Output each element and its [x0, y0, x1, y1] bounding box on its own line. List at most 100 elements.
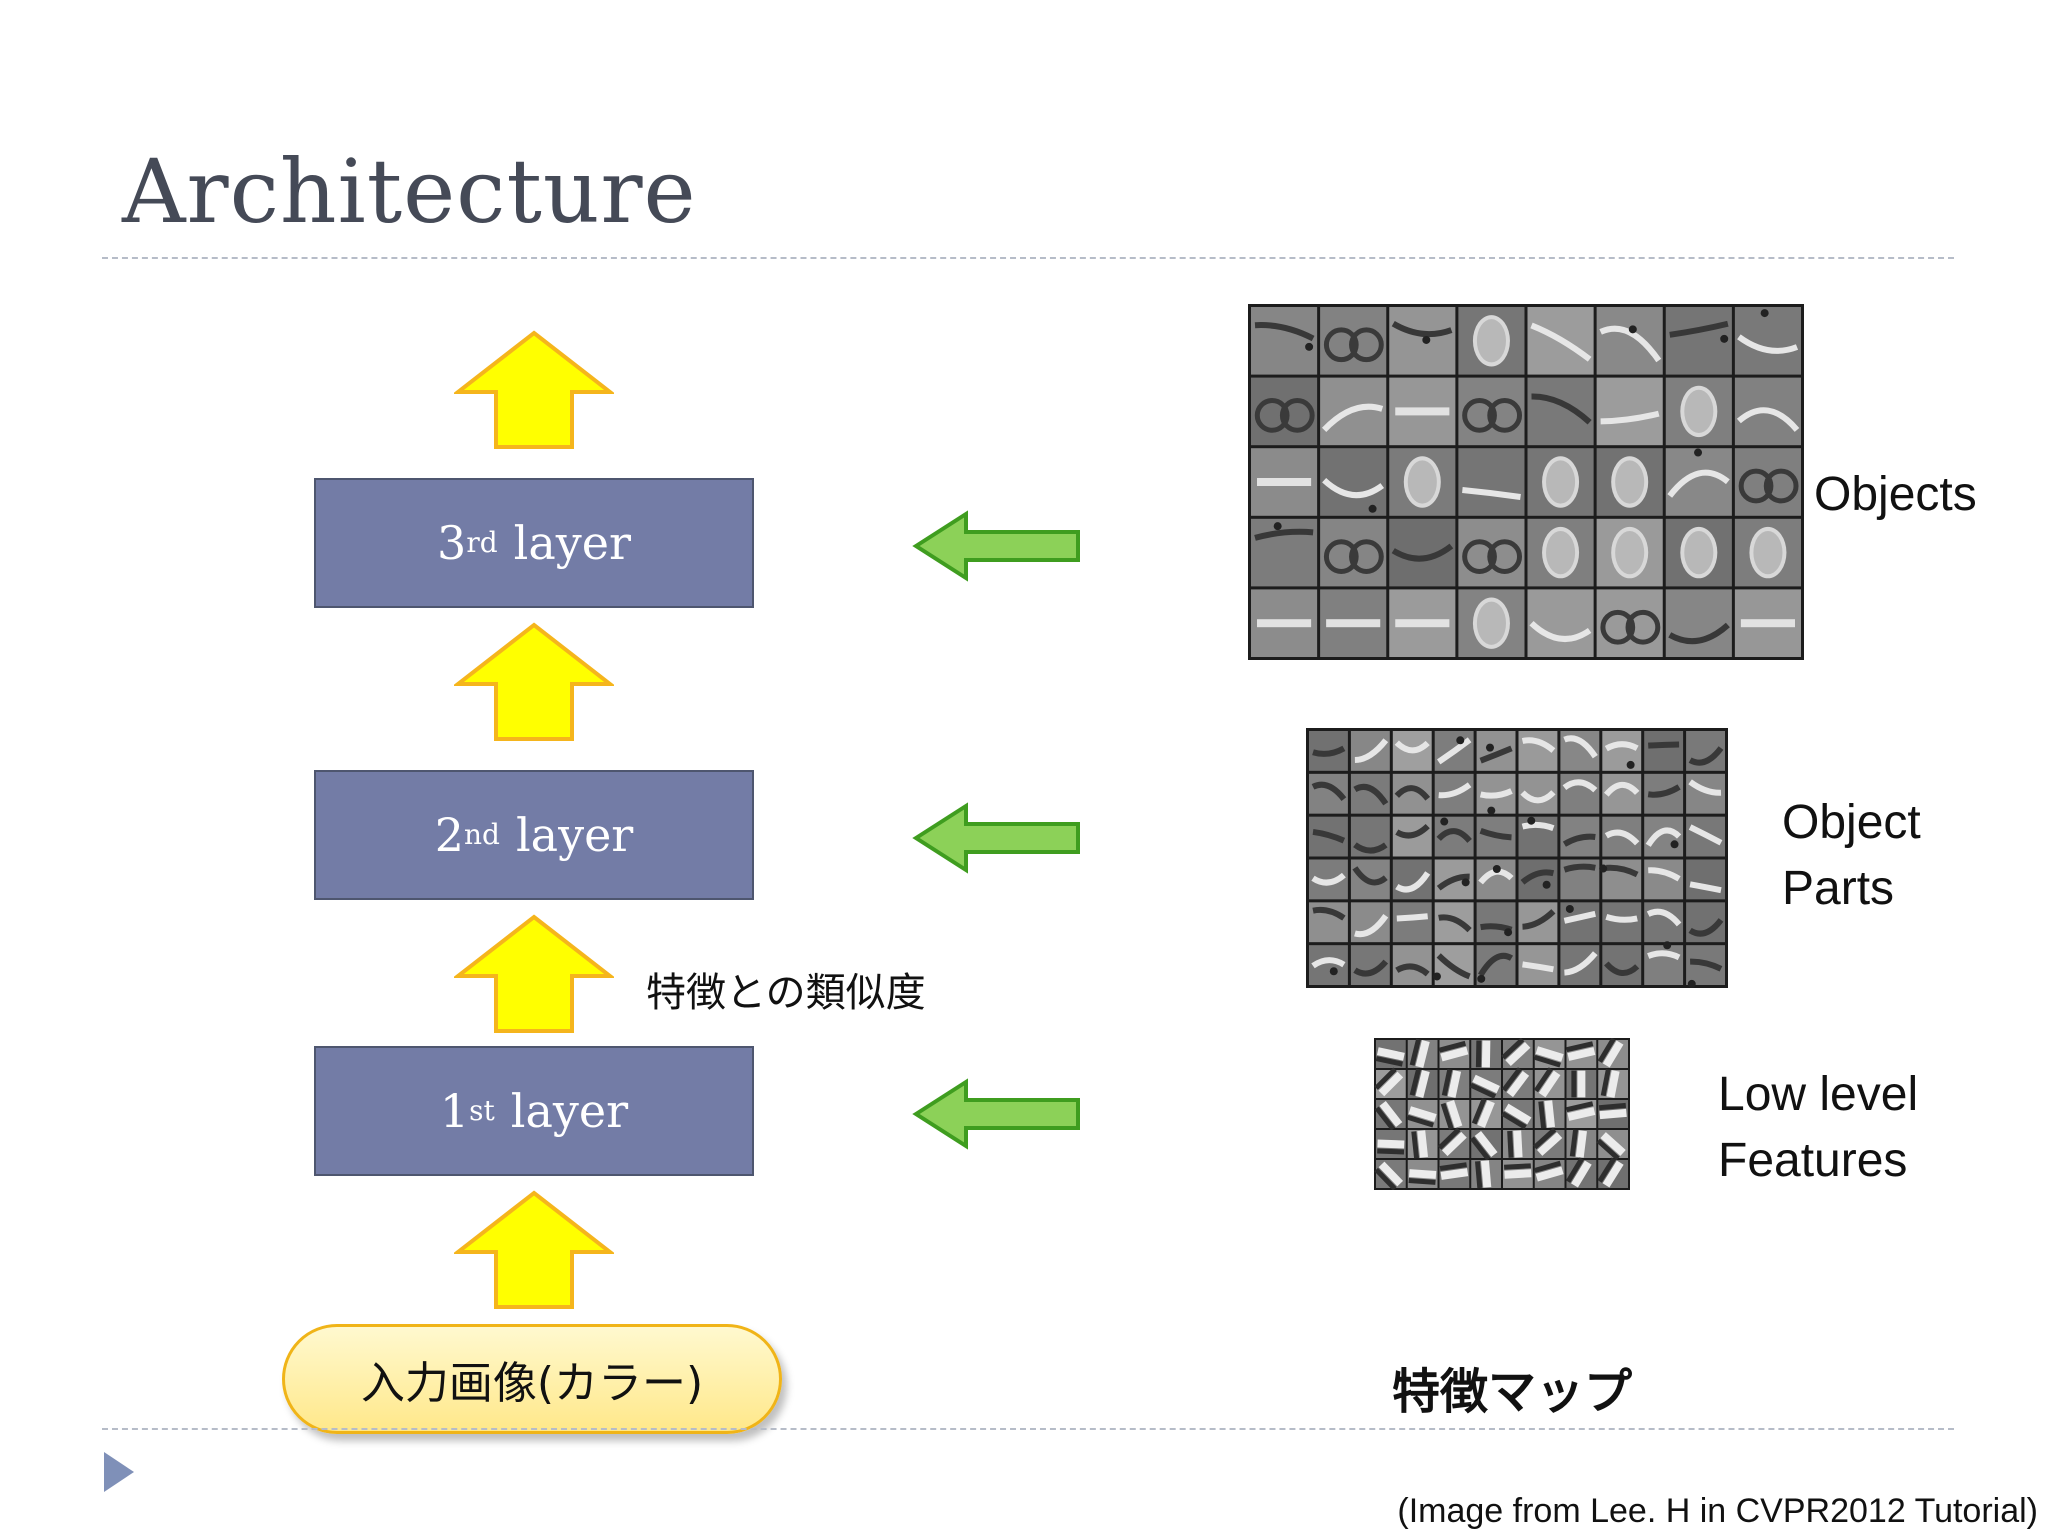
filter-tile	[1644, 816, 1684, 857]
filter-tile	[1602, 773, 1642, 814]
filter-tile	[1686, 902, 1725, 943]
filter-tile	[1251, 589, 1318, 657]
filter-tile	[1350, 773, 1390, 814]
filter-tile	[1596, 518, 1663, 587]
filter-tile	[1469, 1070, 1501, 1099]
filter-tile	[1518, 902, 1558, 943]
filter-tile	[1565, 1157, 1597, 1188]
parts-feature-map	[1306, 728, 1728, 988]
filter-tile	[1309, 859, 1348, 900]
filter-tile	[1596, 377, 1663, 446]
filter-tile	[1686, 945, 1725, 988]
up-arrow-icon	[454, 330, 614, 449]
up-arrow-icon	[454, 622, 614, 741]
filter-tile	[1392, 816, 1432, 857]
filter-tile	[1309, 945, 1348, 985]
filter-tile	[1560, 773, 1600, 814]
label-line: Object	[1782, 796, 1921, 849]
bottom-divider	[102, 1428, 1954, 1430]
filter-tile	[1407, 1068, 1438, 1098]
filter-tile	[1665, 448, 1732, 516]
image-credit: (Image from Lee. H in CVPR2012 Tutorial)	[1397, 1492, 2038, 1530]
filter-tile	[1458, 448, 1525, 516]
filter-tile	[1458, 518, 1525, 587]
filter-tile	[1434, 902, 1474, 943]
filter-tile	[1501, 1038, 1533, 1068]
slide-title: Architecture	[122, 140, 697, 243]
filter-tile	[1389, 307, 1456, 375]
filter-tile	[1320, 448, 1387, 516]
filter-tile	[1320, 377, 1387, 446]
filter-tile	[1251, 448, 1318, 516]
layer-number: 3	[437, 516, 467, 570]
filter-tile	[1407, 1038, 1438, 1068]
filter-tile	[1527, 518, 1594, 587]
filter-tile	[1503, 1160, 1533, 1188]
up-arrow-icon	[454, 914, 614, 1033]
filter-tile	[1470, 1130, 1501, 1161]
filter-tile	[1527, 589, 1594, 657]
filter-tile	[1734, 518, 1801, 587]
filter-tile	[1665, 377, 1732, 446]
filter-tile	[1527, 377, 1594, 446]
filter-tile	[1597, 1157, 1628, 1188]
filter-tile	[1503, 1130, 1533, 1158]
top-divider	[102, 257, 1954, 259]
filter-tile	[1686, 816, 1725, 857]
filter-tile	[1476, 902, 1516, 943]
filter-tile	[1501, 1067, 1533, 1098]
filter-tile	[1392, 773, 1432, 814]
filter-tile	[1389, 518, 1456, 587]
filter-tile	[1320, 518, 1387, 587]
label-line: Parts	[1782, 862, 1895, 915]
filter-tile	[1437, 1127, 1470, 1158]
filter-tile	[1350, 902, 1390, 943]
filter-tile	[1350, 731, 1390, 771]
filter-tile	[1566, 1040, 1597, 1068]
filter-tile	[1560, 816, 1600, 857]
filter-tile	[1596, 448, 1663, 516]
filter-tile	[1392, 859, 1432, 900]
filter-tile	[1389, 377, 1456, 446]
input-image-pill: 入力画像(カラー)	[282, 1324, 782, 1434]
filter-tile	[1434, 859, 1474, 900]
label-line: Features	[1718, 1134, 1908, 1187]
filter-tile	[1734, 589, 1801, 657]
filter-tile	[1533, 1040, 1565, 1068]
label-line: Objects	[1814, 468, 1977, 521]
left-arrow-icon	[912, 1078, 1080, 1150]
filter-tile	[1602, 902, 1642, 943]
filter-tile	[1596, 307, 1663, 375]
filter-tile	[1596, 1130, 1628, 1161]
filter-tile	[1389, 448, 1456, 516]
filter-tile	[1350, 945, 1390, 985]
filter-tile	[1598, 1100, 1628, 1128]
filter-tile	[1665, 518, 1732, 587]
filter-tile	[1644, 859, 1684, 900]
objects-feature-map	[1248, 304, 1804, 660]
low-feature-map	[1374, 1038, 1630, 1190]
filter-tile	[1406, 1100, 1438, 1128]
filter-tile	[1376, 1130, 1406, 1158]
filter-tile	[1309, 773, 1348, 814]
filter-tile	[1665, 307, 1732, 375]
filter-tile	[1350, 816, 1390, 857]
feature-map-grid	[1309, 731, 1725, 988]
filter-tile	[1320, 589, 1387, 657]
filter-tile	[1434, 773, 1474, 814]
filter-tile	[1602, 945, 1642, 985]
filter-tile	[1602, 731, 1642, 771]
filter-tile	[1438, 1040, 1470, 1068]
layer-name: layer	[515, 808, 634, 862]
filter-tile	[1596, 589, 1663, 657]
filter-tile	[1458, 377, 1525, 446]
filter-tile	[1320, 307, 1387, 375]
filter-tile	[1375, 1040, 1406, 1068]
layer-name: layer	[513, 516, 631, 570]
filter-tile	[1518, 731, 1558, 771]
filter-tile	[1566, 1100, 1597, 1128]
up-arrow-icon	[454, 1190, 614, 1309]
filter-tile	[1374, 1160, 1406, 1190]
filter-tile	[1439, 1068, 1470, 1098]
